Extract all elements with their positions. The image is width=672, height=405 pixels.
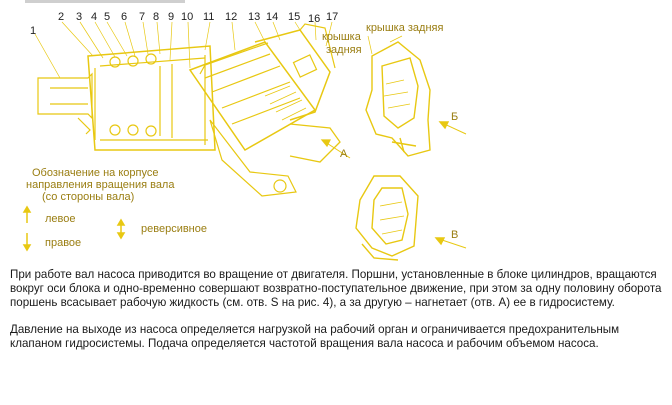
callout-2: 2 — [58, 11, 64, 23]
cover-label-line-2: задняя — [326, 44, 362, 56]
callout-3: 3 — [76, 11, 82, 23]
callout-11: 11 — [203, 11, 214, 23]
callout-17: 17 — [326, 11, 338, 23]
callout-9: 9 — [168, 11, 174, 23]
callout-4: 4 — [91, 11, 97, 23]
rear-cover-view-v — [355, 175, 467, 261]
callout-numbers: 1 2 3 4 5 6 7 8 9 10 11 12 13 14 15 16 1… — [30, 11, 338, 37]
rear-cover-label: крышка задняя — [366, 22, 444, 34]
paragraph-operation: При работе вал насоса приводится во вращ… — [10, 268, 662, 310]
legend-right-label: правое — [45, 237, 81, 249]
paragraph-pressure: Давление на выходе из насоса определяетс… — [10, 322, 620, 350]
rotation-legend: левое правое реверсивное — [22, 205, 207, 252]
pump-diagram: 1 2 3 4 5 6 7 8 9 10 11 12 13 14 15 16 1… — [22, 0, 467, 261]
legend-reverse-label: реверсивное — [141, 223, 207, 235]
rotation-note-line-1: Обозначение на корпусе — [32, 167, 158, 179]
callout-5: 5 — [104, 11, 110, 23]
pump-drawing — [34, 21, 351, 197]
view-b-label: Б — [451, 111, 458, 123]
callout-14: 14 — [266, 11, 278, 23]
view-a-label: А — [340, 148, 348, 160]
cover-label-line-1: крышка — [322, 31, 362, 43]
cropped-heading-remnant — [25, 0, 185, 3]
callout-10: 10 — [181, 11, 193, 23]
callout-6: 6 — [121, 11, 127, 23]
left-rotation-arrow-icon — [22, 205, 32, 223]
callout-7: 7 — [139, 11, 145, 23]
callout-13: 13 — [248, 11, 260, 23]
callout-12: 12 — [225, 11, 237, 23]
callout-1: 1 — [30, 25, 36, 37]
rotation-note-line-2: направления вращения вала — [26, 179, 175, 191]
view-v-label: В — [451, 229, 458, 241]
rotation-note-line-3: (со стороны вала) — [42, 191, 134, 203]
callout-16: 16 — [308, 13, 320, 25]
callout-15: 15 — [288, 11, 300, 23]
callout-8: 8 — [153, 11, 159, 23]
legend-left-label: левое — [45, 213, 76, 225]
rear-cover-view-b — [365, 35, 467, 157]
article-text: При работе вал насоса приводится во вращ… — [10, 268, 662, 363]
right-rotation-arrow-icon — [22, 233, 32, 252]
reverse-rotation-arrow-icon — [116, 218, 126, 240]
